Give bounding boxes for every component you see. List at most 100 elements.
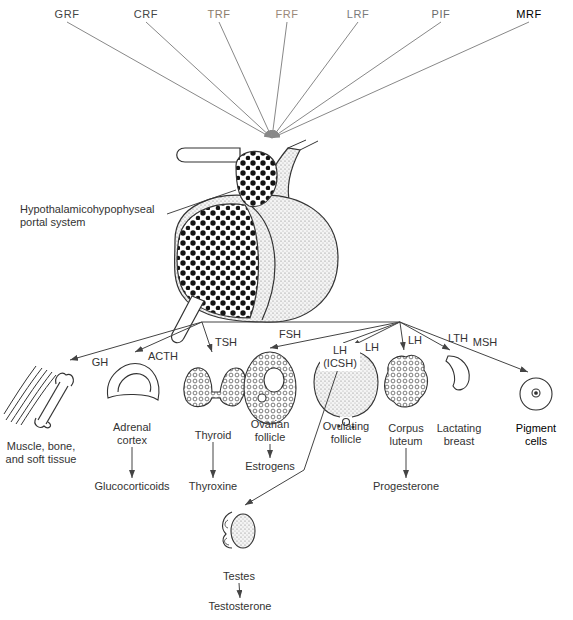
muscle-fiber [16,372,52,424]
hormone-arrow [213,442,214,478]
hormone-arrow [146,22,272,138]
hormone-product-node: Glucocorticoids [82,478,182,494]
adrenal-medulla [118,374,151,392]
node-label: Thyroid [178,429,248,442]
target-organ-node: Lactating breast [432,350,486,448]
ovarian-follicle-illustration [244,352,296,424]
factor-label: PIF [432,8,451,21]
cell-nucleus [532,389,540,397]
node-label: Adrenal cortex [100,421,164,447]
releasing-factor-node: CRF [127,6,165,22]
testes-illustration [223,512,255,548]
hormone-arrow [70,322,202,360]
factor-label: MRF [516,8,542,21]
corpus-outline [385,355,428,406]
target-organ-node: Thyroid [178,352,248,442]
epididymis-coil [225,520,229,545]
hormone-label: LH [365,341,379,354]
node-label: Ovarian follicle [240,418,300,444]
target-organ-node: Pigment cells [505,372,567,448]
node-label: Corpus luteum [380,422,432,448]
structure-label: Hypothalamicohypophyseal portal system [20,203,165,229]
hormone-arrow [239,583,240,598]
hormone-arrow [132,447,133,478]
node-label: Thyroxine [189,480,237,493]
releasing-factor-node: LRF [339,6,377,22]
thyroid-outline [184,368,246,407]
hormone-arrow [272,22,358,138]
target-organ-node: Corpus luteum [380,350,432,448]
hormone-label: MSH [473,336,497,349]
portal-vessel [177,148,240,162]
hormone-label: LTH [448,332,468,345]
target-organ-node: Adrenal cortex [100,352,164,447]
cell-outline [520,378,552,410]
node-label: Estrogens [245,460,295,473]
follicle-antrum [264,368,284,392]
leader-line [167,190,236,214]
node-label: Pigment cells [505,422,567,448]
releasing-factor-node: MRF [510,6,548,22]
hormone-label: LH [408,334,422,347]
muscle-fiber [4,366,36,414]
releasing-factor-node: PIF [422,6,460,22]
target-organ-node: Testes [208,505,270,583]
factor-label: CRF [134,8,158,21]
testis-outline [231,514,255,548]
breast-illustration [446,356,469,390]
hormone-label: LH (ICSH) [320,343,360,371]
hormone-product-node: Testosterone [190,598,290,614]
node-label: Testes [208,570,270,583]
thyroid-illustration [184,368,246,407]
pigment-cell-illustration [520,378,552,410]
connectors [67,22,529,598]
adrenal-illustration [107,364,158,400]
hormone-arrow [272,22,441,138]
releasing-factor-node: TRF [200,6,238,22]
hormone-arrow [400,322,528,372]
node-label: Progesterone [373,480,439,493]
bone-end [35,418,51,428]
target-organ-node: Ovarian follicle [240,348,300,444]
stalk-fiber [300,141,318,150]
releasing-factor-node: FRF [268,6,306,22]
portal-vessel [171,296,204,343]
hormone-arrow [245,322,400,505]
muscle-fiber [21,375,56,425]
muscle-bone-illustration [4,366,73,428]
follicle-outline [244,352,296,424]
breast-outline [446,356,469,390]
factor-label: FRF [275,8,298,21]
hormone-label: TSH [215,336,237,349]
branch-line [202,322,400,323]
hormone-arrow [67,22,272,138]
hormone-product-node: Thyroxine [178,478,248,494]
hormone-label: ACTH [148,350,178,363]
hormone-arrow [272,22,529,138]
hormone-arrow [270,444,271,458]
hormone-arrow [219,22,272,138]
hormone-label: FSH [279,328,301,341]
factor-label: GRF [54,8,79,21]
hormone-arrow [400,322,404,350]
hormone-arrow [406,448,407,478]
bone-shaft [46,386,68,424]
hormone-arrow [272,22,287,138]
hormone-product-node: Estrogens [238,458,302,474]
nucleolus [535,392,538,395]
lobe-boundary [250,205,275,320]
factor-label: TRF [207,8,230,21]
stalk-fiber [288,140,306,148]
hormone-label: GH [92,356,109,369]
node-label: Lactating breast [432,422,486,448]
node-label: Glucocorticoids [94,480,169,493]
hormone-product-node: Progesterone [363,478,449,494]
factor-label: LRF [347,8,370,21]
epididymis [223,512,232,548]
corpus-luteum-illustration [385,355,428,406]
node-label: Testosterone [209,600,272,613]
node-label: Ovulating follicle [310,420,382,446]
